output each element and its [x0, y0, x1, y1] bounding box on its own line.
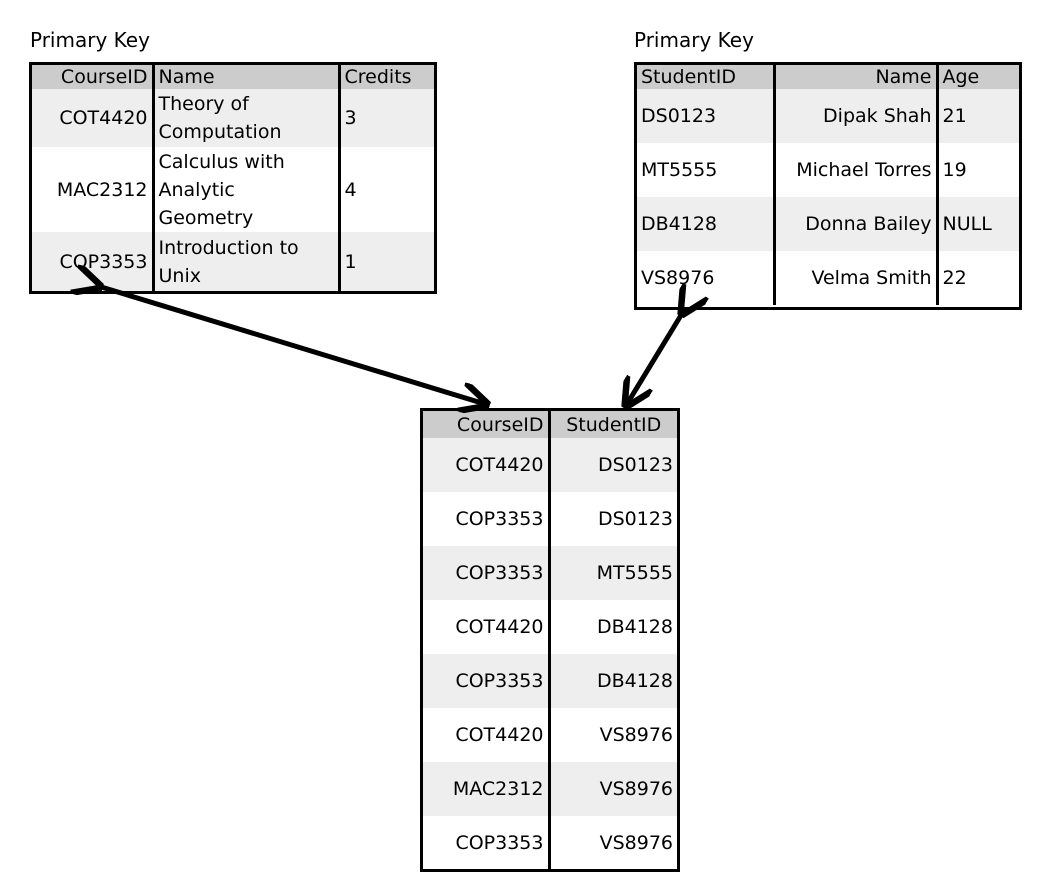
table-cell: DB4128	[549, 654, 677, 708]
table-cell: DS0123	[637, 89, 776, 143]
table-cell: 4	[339, 147, 434, 232]
table-cell: COP3353	[423, 816, 551, 869]
table-cell: COT4420	[423, 600, 551, 654]
table-cell: DS0123	[549, 438, 677, 492]
table-cell: Donna Bailey	[774, 197, 939, 251]
table-row: MAC2312 VS8976	[423, 762, 677, 816]
table-cell: VS8976	[549, 708, 677, 762]
table-cell: COP3353	[423, 546, 551, 600]
table-cell: Calculus with Analytic Geometry	[153, 147, 341, 232]
table-cell: MAC2312	[423, 762, 551, 816]
table-cell: MT5555	[549, 546, 677, 600]
table-cell: DB4128	[637, 197, 776, 251]
table-row: COP3353 VS8976	[423, 816, 677, 869]
students-table: StudentID Name Age DS0123 Dipak Shah 21 …	[634, 62, 1022, 310]
students-primary-key-label: Primary Key	[634, 28, 754, 52]
table-cell: Michael Torres	[774, 143, 939, 197]
table-cell: VS8976	[549, 816, 677, 869]
table-header-row: StudentID Name Age	[637, 65, 1019, 89]
table-cell: COT4420	[32, 89, 155, 147]
table-cell: COP3353	[423, 492, 551, 546]
table-cell: DS0123	[549, 492, 677, 546]
enrollment-table: CourseID StudentID COT4420 DS0123 COP335…	[420, 408, 680, 872]
table-cell: Dipak Shah	[774, 89, 939, 143]
column-header: StudentID	[637, 65, 776, 89]
table-cell: 3	[339, 89, 434, 147]
table-cell: DB4128	[549, 600, 677, 654]
column-header: CourseID	[32, 65, 155, 89]
table-row: DS0123 Dipak Shah 21	[637, 89, 1019, 143]
table-cell: COT4420	[423, 708, 551, 762]
table-row: COP3353 DB4128	[423, 654, 677, 708]
column-header: Name	[774, 65, 939, 89]
table-cell: COT4420	[423, 438, 551, 492]
table-row: MAC2312 Calculus with Analytic Geometry …	[32, 147, 434, 232]
column-header: Age	[937, 65, 1019, 89]
table-cell: Theory of Computation	[153, 89, 341, 147]
column-header: Credits	[339, 65, 434, 89]
courses-primary-key-label: Primary Key	[30, 28, 150, 52]
table-row: COT4420 DB4128	[423, 600, 677, 654]
table-row: COP3353 DS0123	[423, 492, 677, 546]
table-header-row: CourseID Name Credits	[32, 65, 434, 89]
table-row: COP3353 MT5555	[423, 546, 677, 600]
table-cell: VS8976	[549, 762, 677, 816]
table-cell: NULL	[937, 197, 1019, 251]
column-header: StudentID	[549, 411, 677, 438]
column-header: Name	[153, 65, 341, 89]
courses-enrollment-arrow	[98, 286, 485, 404]
table-cell: MT5555	[637, 143, 776, 197]
students-enrollment-arrow	[627, 312, 683, 404]
table-cell: Velma Smith	[774, 251, 939, 305]
table-cell: 21	[937, 89, 1019, 143]
table-cell: MAC2312	[32, 147, 155, 232]
table-cell: 19	[937, 143, 1019, 197]
table-row: DB4128 Donna Bailey NULL	[637, 197, 1019, 251]
column-header: CourseID	[423, 411, 551, 438]
table-cell: 22	[937, 251, 1019, 305]
table-cell: COP3353	[423, 654, 551, 708]
table-row: COT4420 DS0123	[423, 438, 677, 492]
table-header-row: CourseID StudentID	[423, 411, 677, 438]
table-row: MT5555 Michael Torres 19	[637, 143, 1019, 197]
table-row: COT4420 VS8976	[423, 708, 677, 762]
table-row: COT4420 Theory of Computation 3	[32, 89, 434, 147]
